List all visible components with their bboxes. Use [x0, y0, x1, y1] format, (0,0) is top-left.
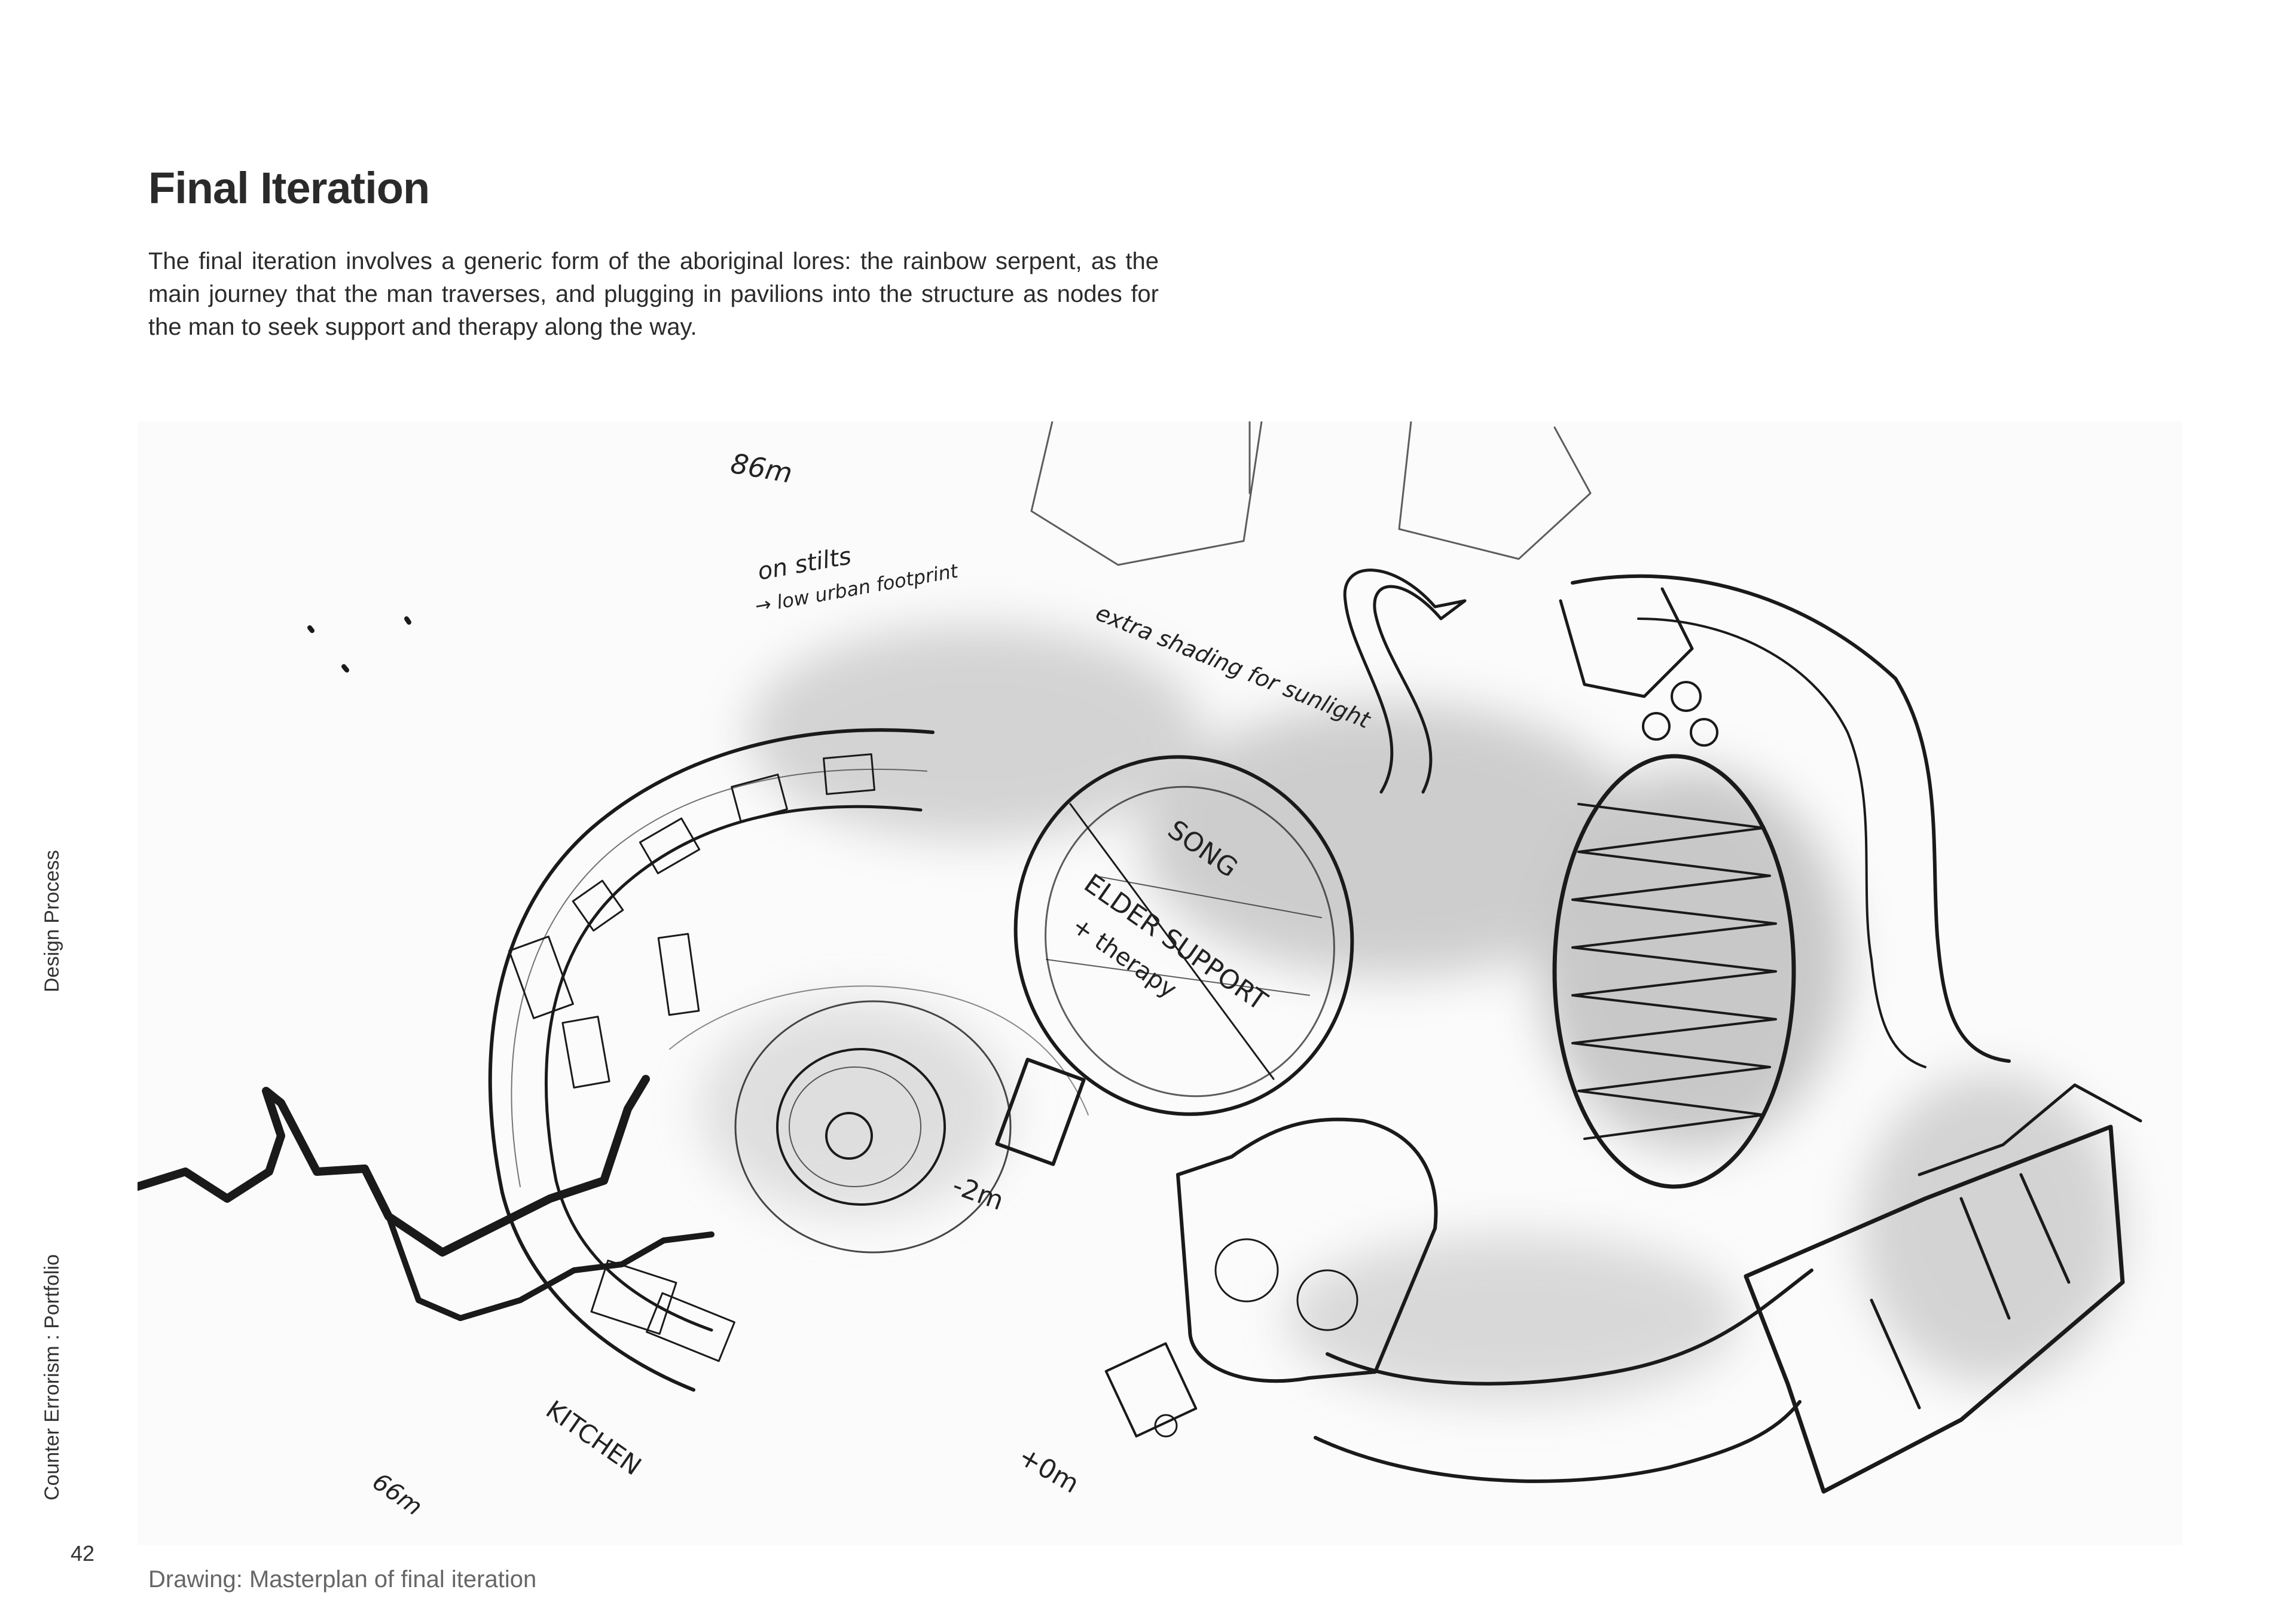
- page-title: Final Iteration: [148, 163, 430, 213]
- scattered-marks: [307, 616, 411, 673]
- serpent-body-right: [1559, 574, 2011, 1068]
- charcoal-smudges: [700, 625, 2123, 1402]
- lower-pavilion: [1104, 1117, 1438, 1438]
- shading-canopy: [1343, 568, 1467, 794]
- elder-support-pavilion: [995, 755, 1354, 1166]
- ribbed-pavilion: [1552, 754, 1796, 1189]
- serpent-ring: [488, 728, 935, 1392]
- page-number: 42: [71, 1541, 95, 1566]
- ring-units: [508, 753, 875, 1362]
- masterplan-drawing: 86m on stilts → low urban footprint extr…: [138, 421, 2182, 1545]
- annotation-dimension-top: 86m: [728, 447, 795, 490]
- jagged-access-path: [138, 1075, 715, 1321]
- side-portfolio-label: Counter Errorism : Portfolio: [41, 1254, 63, 1500]
- side-section-label: Design Process: [41, 849, 63, 992]
- site-outlines-top: [1030, 421, 1592, 566]
- figure-caption: Drawing: Masterplan of final iteration: [148, 1566, 537, 1593]
- central-mound: [669, 985, 1089, 1254]
- annotation-dimension-left: 66m: [367, 1468, 427, 1521]
- annotation-kitchen: KITCHEN: [541, 1395, 646, 1481]
- masterplan-sketch: 86m on stilts → low urban footprint extr…: [138, 421, 2142, 1521]
- intro-paragraph: The final iteration involves a generic f…: [148, 248, 1159, 340]
- serpent-body-lower: [1314, 1083, 2142, 1494]
- annotation-on-stilts: on stilts: [756, 542, 853, 586]
- sketch-annotations: 86m on stilts → low urban footprint extr…: [367, 447, 1375, 1521]
- annotation-level-zero: +0m: [1013, 1441, 1085, 1499]
